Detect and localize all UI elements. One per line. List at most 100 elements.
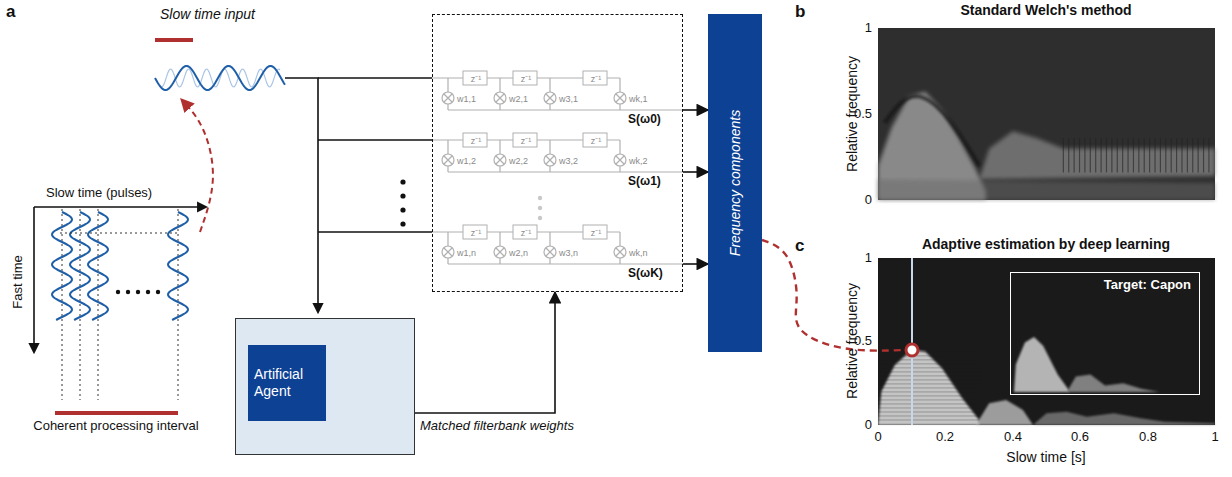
axis-title: Fast time — [11, 255, 26, 308]
illustration-line — [911, 258, 913, 425]
illustration-circle — [538, 196, 542, 200]
delay-label: z⁻¹ — [471, 74, 482, 84]
illustration-path — [1033, 412, 1215, 425]
illustration-line — [878, 363, 979, 364]
illustration-path — [979, 131, 1215, 179]
illustration-path — [546, 248, 554, 256]
illustration-path — [1014, 337, 1069, 392]
illustration-line — [878, 355, 979, 356]
panel-letter: a — [6, 2, 15, 22]
illustration-line — [878, 351, 979, 352]
illustration-line — [878, 391, 979, 392]
illustration-circle — [400, 179, 405, 184]
illustration-line — [878, 367, 979, 368]
illustration-line — [878, 359, 979, 360]
illustration-line — [878, 383, 979, 384]
illustration-line — [1144, 138, 1145, 172]
illustration-circle — [906, 344, 918, 356]
weight-label: wk,n — [629, 248, 648, 258]
illustration-line — [1095, 138, 1096, 172]
illustration-path — [496, 94, 504, 102]
illustration-path — [318, 231, 432, 233]
illustration-rect — [583, 133, 607, 147]
illustration-line — [1074, 138, 1075, 172]
output-arrow — [683, 263, 708, 265]
illustration-line — [1176, 138, 1177, 172]
illustration-path — [160, 69, 280, 87]
inset-title: Target: Capon — [1104, 278, 1191, 293]
illustration-line — [878, 387, 979, 388]
illustration-circle — [400, 207, 405, 212]
illustration-path — [885, 96, 979, 165]
weight-label: w3,n — [559, 248, 578, 258]
illustration-circle — [544, 246, 556, 258]
illustration-path — [444, 94, 452, 102]
illustration-line — [1090, 138, 1091, 172]
illustration-path — [1067, 374, 1160, 392]
inset-box: Target: Capon — [1010, 272, 1200, 395]
illustration-rect — [155, 38, 193, 42]
illustration-path — [52, 212, 72, 320]
illustration-circle — [126, 290, 130, 294]
output-arrow — [683, 171, 708, 173]
label-text: 0 — [865, 193, 872, 208]
illustration-circle — [442, 92, 454, 104]
illustration-rect — [878, 28, 1215, 200]
illustration-line — [878, 407, 979, 408]
illustration-circle — [544, 154, 556, 166]
illustration-path — [496, 156, 504, 164]
illustration-line — [1122, 138, 1123, 172]
weights-arrow — [415, 292, 555, 413]
illustration-circle — [442, 154, 454, 166]
illustration-path — [318, 139, 432, 141]
weight-label: w2,n — [509, 248, 528, 258]
delay-label: z⁻¹ — [471, 228, 482, 238]
label-text: 1 — [865, 21, 872, 36]
illustration-line — [1181, 138, 1182, 172]
illustration-line — [878, 403, 979, 404]
label-text: 0.5 — [854, 107, 872, 122]
illustration-path — [33, 207, 35, 352]
illustration-line — [878, 395, 979, 396]
illustration-line — [878, 419, 979, 420]
illustration-rect — [463, 225, 487, 239]
illustration-path — [546, 156, 554, 164]
weight-label: w1,1 — [457, 94, 476, 104]
panel-letter: b — [795, 2, 805, 22]
illustration-rect — [513, 133, 537, 147]
illustration-rect — [513, 71, 537, 85]
label-text: 1 — [865, 251, 872, 266]
illustration-path — [878, 179, 1215, 200]
weight-label: w2,2 — [509, 156, 528, 166]
delay-label: z⁻¹ — [521, 228, 532, 238]
illustration-circle — [494, 246, 506, 258]
illustration-path — [285, 78, 318, 312]
output-arrow — [683, 109, 708, 111]
panel-letter: c — [795, 236, 804, 256]
illustration-circle — [400, 193, 405, 198]
illustration-path — [616, 156, 624, 164]
label-text: 0.2 — [936, 430, 954, 445]
illustration-path — [444, 248, 452, 256]
weight-label: w1,2 — [457, 156, 476, 166]
illustration-line — [878, 415, 979, 416]
delay-label: z⁻¹ — [591, 228, 602, 238]
illustration-path — [546, 94, 554, 102]
illustration-circle — [136, 290, 140, 294]
illustration-line — [607, 140, 620, 141]
illustration-line — [878, 371, 979, 372]
illustration-path — [155, 66, 285, 90]
label-text: 0.8 — [1139, 430, 1157, 445]
illustration-line — [1203, 138, 1204, 172]
illustration-rect — [583, 225, 607, 239]
illustration-line — [878, 379, 979, 380]
illustration-line — [1084, 138, 1085, 172]
illustration-line — [448, 109, 683, 110]
label-text: Slow time (pulses) — [46, 186, 152, 201]
illustration-line — [1127, 138, 1128, 172]
edge-label: S(ω1) — [628, 175, 661, 189]
illustration-path — [762, 240, 905, 351]
edge-label: S(ω0) — [628, 113, 661, 127]
illustration-line — [98, 209, 99, 400]
illustration-circle — [494, 92, 506, 104]
